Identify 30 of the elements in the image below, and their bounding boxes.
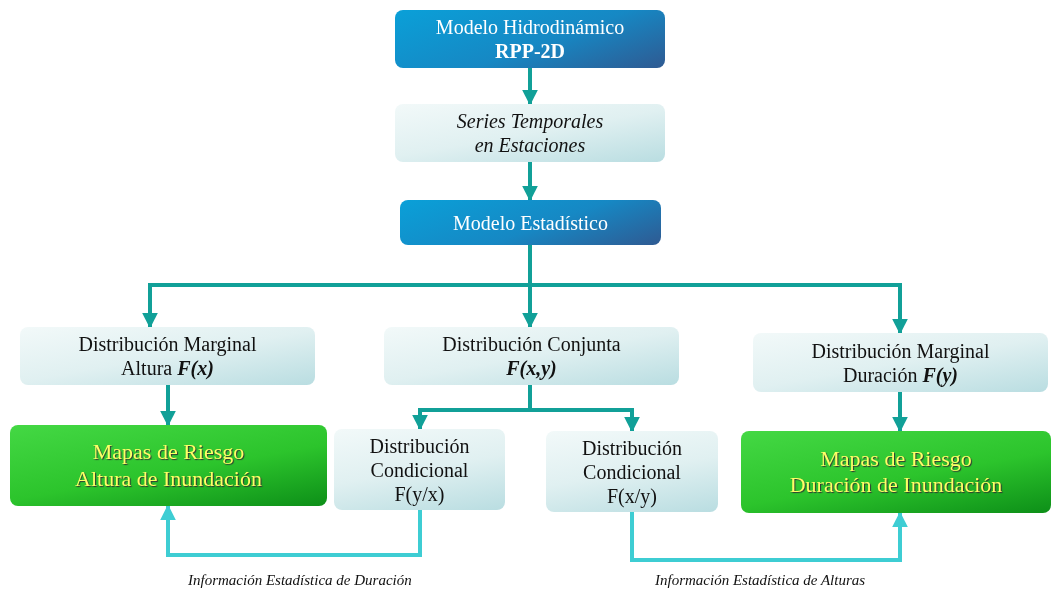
node-text: Distribución Marginal Altura F(x) [77,332,258,380]
arrow [522,68,538,106]
process-box [395,104,665,162]
node-text: Mapas de Riesgo Altura de Inundación [74,439,263,492]
process-box [753,333,1048,392]
node-text: Distribución Condicional F(y/x) [368,433,471,506]
edge-label: Información Estadística de Duración [188,571,412,589]
arrow [522,162,538,202]
arrow [160,385,176,427]
node-text: Modelo Estadístico [453,210,608,235]
arrow [528,385,640,433]
process-box [400,200,661,245]
arrow [528,245,908,335]
result-box [10,425,327,506]
process-box [395,10,665,68]
node-text: Series Temporales en Estaciones [455,109,605,157]
node-text: Distribución Marginal Duración F(y) [810,338,991,387]
result-box [741,431,1051,513]
process-box [20,327,315,385]
node-text: Mapas de Riesgo Duración de Inundación [788,445,1004,499]
arrow [892,392,908,433]
process-box [334,429,505,510]
edge-label: Información Estadística de Alturas [655,571,866,589]
node-text: Distribución Condicional F(x/y) [581,435,683,508]
process-box [384,327,679,385]
arrow [160,504,422,557]
node-text: Modelo Hidrodinámico RPP-2D [434,15,626,63]
arrow [630,511,908,562]
node-text: Distribución Conjunta F(x,y) [441,332,622,380]
process-box [546,431,718,512]
